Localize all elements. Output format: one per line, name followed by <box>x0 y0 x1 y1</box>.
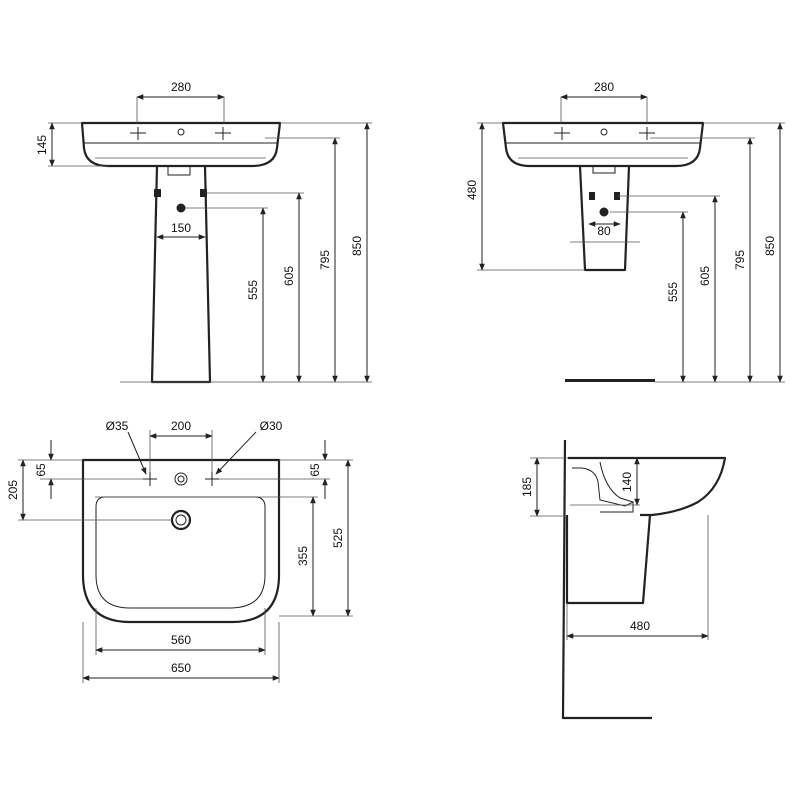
wall-line <box>561 439 652 720</box>
dim-plan-tap-spacing: 200 <box>171 419 191 433</box>
dim-waste-offset: 205 <box>6 480 20 500</box>
basin-outline <box>80 121 282 168</box>
bowl-plan-outline <box>95 496 266 609</box>
waste-point <box>176 203 186 213</box>
tap-hole-right <box>639 127 655 140</box>
basin-outline <box>501 121 705 168</box>
dim-rim-height: 795 <box>318 250 332 270</box>
semipedestal-front-view: 280 480 80 555 605 795 850 <box>465 80 785 383</box>
tap-hole-right <box>205 472 219 486</box>
dim-tap-spacing: 280 <box>171 80 191 94</box>
supply-point-right <box>614 192 620 200</box>
semipedestal-side-profile <box>565 514 652 605</box>
overflow-hole <box>177 128 185 136</box>
dim-overall-height: 850 <box>350 236 364 256</box>
dim-tap-offset-right: 65 <box>308 463 322 477</box>
tap-hole-left <box>130 127 146 140</box>
floor-line <box>565 379 655 382</box>
tap-hole-right <box>215 127 231 140</box>
semipedestal-body <box>578 165 631 272</box>
supply-point-left <box>154 189 161 197</box>
pedestal-body <box>150 165 212 384</box>
dim-rim-height: 795 <box>733 250 747 270</box>
dim-trap-width: 80 <box>597 224 611 238</box>
tap-hole-left <box>554 127 570 140</box>
dim-bowl-depth: 480 <box>465 180 479 200</box>
dim-overflow-diameter: Ø30 <box>260 419 283 433</box>
supply-point-right <box>200 189 207 197</box>
basin-side-profile <box>568 456 727 517</box>
dim-bowl-width: 560 <box>171 633 191 647</box>
dim-pedestal-width: 150 <box>171 221 191 235</box>
dim-projection: 480 <box>630 619 650 633</box>
dim-overall-width: 650 <box>171 661 191 675</box>
dim-overall-height: 850 <box>763 236 777 256</box>
overflow-hole <box>600 128 608 136</box>
waste-point <box>599 207 609 217</box>
dim-bowl-depth: 355 <box>296 546 310 566</box>
plan-view: Ø35 200 Ø30 65 205 65 355 525 560 650 <box>6 419 353 683</box>
pedestal-front-view: 280 145 150 555 605 795 850 <box>35 80 372 384</box>
dim-tap-offset-left: 65 <box>34 463 48 477</box>
basin-plan-outline <box>81 458 281 624</box>
supply-point-left <box>589 192 595 200</box>
dim-overall-depth: 525 <box>331 528 345 548</box>
dim-tap-spacing: 280 <box>594 80 614 94</box>
dim-supply-height: 605 <box>698 266 712 286</box>
dim-waste-height: 555 <box>246 280 260 300</box>
dim-rim-thickness: 185 <box>520 477 534 497</box>
waste-outlet <box>170 509 192 531</box>
dim-supply-height: 605 <box>282 266 296 286</box>
side-section-view: 185 140 480 <box>520 439 727 720</box>
dim-waste-height: 555 <box>666 282 680 302</box>
tap-hole-left <box>143 472 157 486</box>
dim-bowl-inner-depth: 140 <box>620 472 634 492</box>
dim-tap-hole-diameter: Ø35 <box>106 419 129 433</box>
centre-tap-hole <box>174 472 188 486</box>
dim-bowl-height: 145 <box>35 135 49 155</box>
